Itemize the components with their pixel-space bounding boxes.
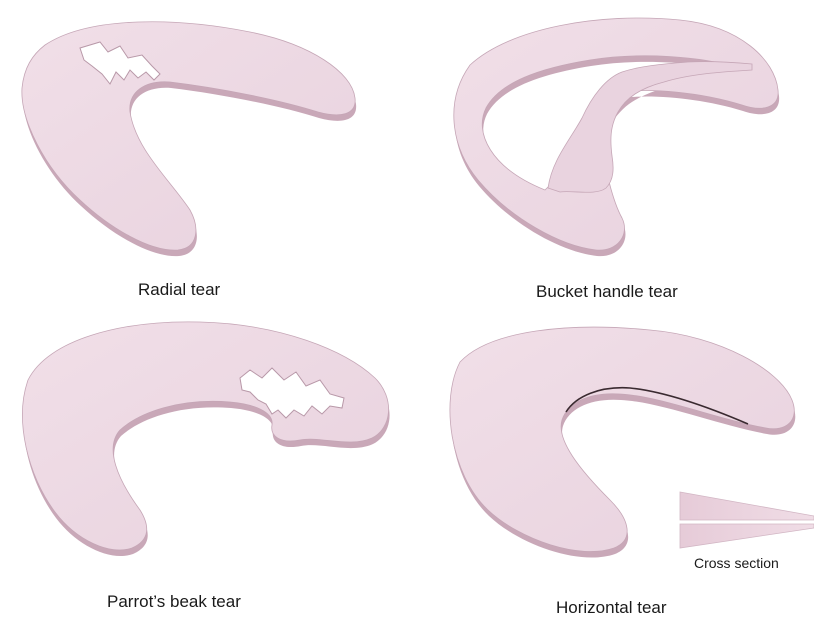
radial-meniscus-top	[22, 22, 355, 250]
cross-section-label: Cross section	[694, 555, 779, 571]
bucket-handle-tear-label: Bucket handle tear	[536, 282, 678, 302]
horizontal-tear-meniscus	[450, 327, 795, 557]
cross-section-lower-wedge	[680, 524, 814, 548]
radial-tear-meniscus	[22, 22, 356, 256]
bucket-meniscus-top	[454, 18, 778, 250]
radial-tear-label: Radial tear	[138, 280, 220, 300]
parrots-beak-tear-meniscus	[22, 322, 389, 556]
horizontal-tear-label: Horizontal tear	[556, 598, 667, 618]
cross-section-upper-wedge	[680, 492, 814, 520]
cross-section-diagram	[680, 492, 814, 548]
parrot-meniscus-top	[22, 322, 388, 550]
parrots-beak-tear-label: Parrot’s beak tear	[107, 592, 241, 612]
bucket-handle-tear-meniscus	[454, 18, 779, 256]
